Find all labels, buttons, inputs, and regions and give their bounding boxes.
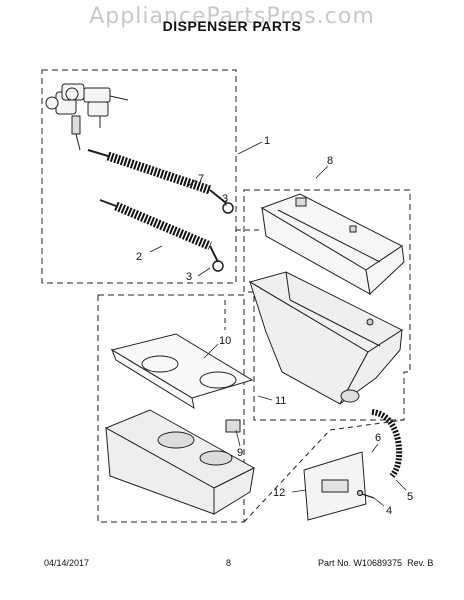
callout-10: 10 xyxy=(219,335,231,347)
drawer-handle xyxy=(303,451,367,521)
dispenser-cover xyxy=(260,193,405,296)
screw xyxy=(356,489,375,499)
water-valve xyxy=(45,83,129,151)
callout-2: 2 xyxy=(136,251,142,263)
callout-6: 6 xyxy=(375,432,381,444)
drawer-tray xyxy=(104,409,256,515)
callout-9: 9 xyxy=(237,447,243,459)
hose-upper xyxy=(87,149,227,204)
drawer-insert xyxy=(110,333,254,410)
page-title: DISPENSER PARTS xyxy=(162,18,302,34)
hose-lower xyxy=(99,199,219,263)
footer-revision: Rev. B xyxy=(407,558,434,568)
callout-11: 11 xyxy=(275,395,286,407)
footer-page: 8 xyxy=(226,558,232,568)
watermark: AppliancePartsPros.com xyxy=(89,4,375,29)
callout-5: 5 xyxy=(407,491,413,503)
callout-4: 4 xyxy=(386,505,392,517)
callout-3b: 3 xyxy=(186,271,192,283)
callout-3a: 3 xyxy=(222,193,228,205)
connector-dash-2 xyxy=(243,419,405,523)
leader-lines xyxy=(149,141,407,507)
valve-hose-group-box xyxy=(41,69,237,284)
callout-7: 7 xyxy=(198,173,204,185)
callout-1: 1 xyxy=(264,135,270,147)
dispenser-housing xyxy=(248,271,404,405)
hose-clamp-lower xyxy=(212,260,224,272)
drain-tube xyxy=(371,409,403,478)
footer-part-number: Part No. W10689375 xyxy=(318,558,403,568)
footer-part-rev: Part No. W10689375 Rev. B xyxy=(318,558,433,568)
callout-8: 8 xyxy=(327,155,333,167)
hose-clamp-upper xyxy=(222,202,234,214)
callout-12: 12 xyxy=(273,487,285,499)
footer-date: 04/14/2017 xyxy=(44,558,90,568)
